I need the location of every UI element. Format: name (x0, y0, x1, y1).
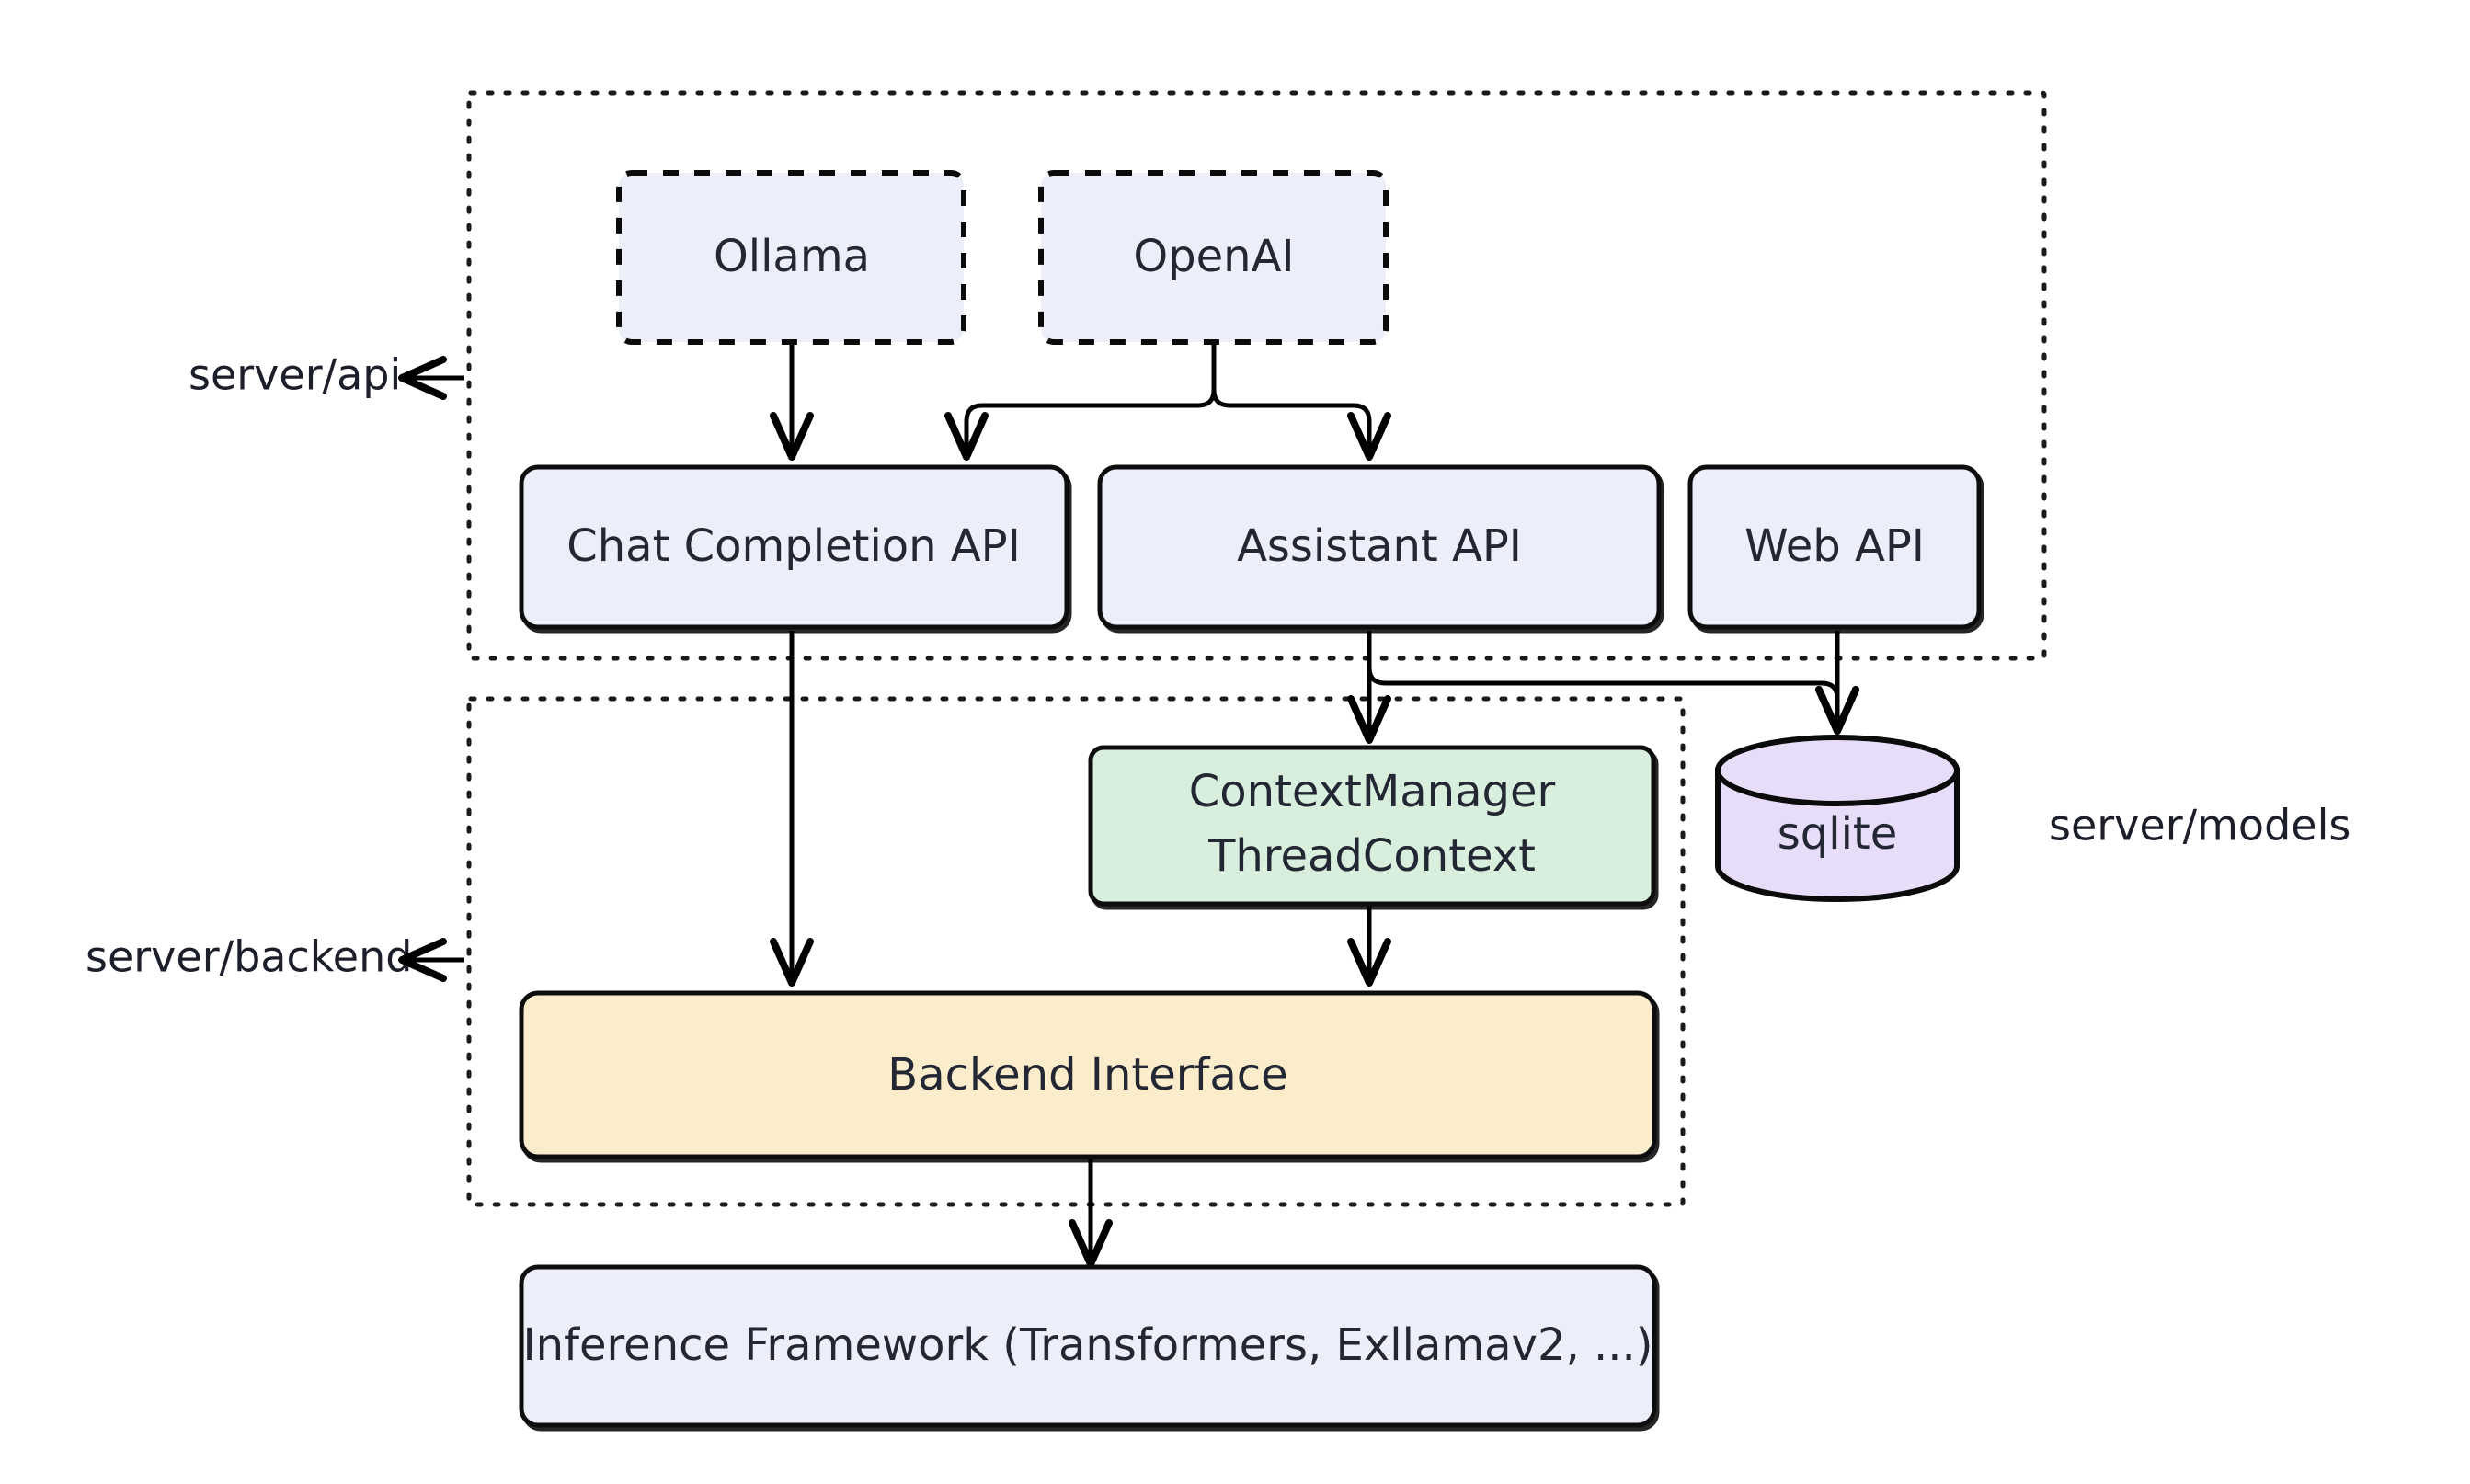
zone-label-server-models-text: server/models (2049, 801, 2350, 850)
node-assistant-api-label: Assistant API (1237, 520, 1522, 572)
zone-label-server-api: server/api (189, 350, 464, 400)
node-backend-interface[interactable]: Backend Interface (519, 990, 1657, 1159)
zone-label-server-backend-text: server/backend (86, 932, 412, 982)
node-openai[interactable]: OpenAI (1038, 170, 1389, 345)
edge-openai-fork-left (944, 342, 1217, 462)
node-assistant-api[interactable]: Assistant API (1097, 464, 1662, 630)
node-backend-interface-label: Backend Interface (887, 1049, 1287, 1101)
zone-server-backend (466, 696, 1686, 1207)
edge-openai-fork-right (1211, 342, 1391, 462)
edge-assistant-to-sqlite (1367, 631, 1859, 736)
node-sqlite[interactable]: sqlite (1715, 735, 1960, 902)
zone-server-api (466, 90, 2047, 661)
node-chat-completion-api[interactable]: Chat Completion API (519, 464, 1069, 630)
node-chat-completion-api-label: Chat Completion API (566, 520, 1021, 572)
node-inference-framework-label: Inference Framework (Transformers, Exlla… (522, 1319, 1652, 1371)
node-inference-framework[interactable]: Inference Framework (Transformers, Exlla… (519, 1264, 1657, 1428)
node-sqlite-label: sqlite (1778, 808, 1898, 860)
node-web-api[interactable]: Web API (1687, 464, 1982, 630)
node-openai-label: OpenAI (1133, 231, 1294, 282)
zone-label-server-models: server/models (2049, 801, 2350, 850)
node-ollama[interactable]: Ollama (616, 170, 966, 345)
node-context-manager-label-line2: ThreadContext (1207, 830, 1536, 882)
node-context-manager[interactable]: ContextManager ThreadContext (1088, 745, 1656, 907)
node-web-api-label: Web API (1744, 520, 1925, 572)
zone-label-server-backend: server/backend (86, 932, 464, 982)
zone-label-server-api-text: server/api (189, 350, 401, 400)
node-context-manager-label-line1: ContextManager (1189, 766, 1556, 817)
node-ollama-label: Ollama (714, 231, 870, 282)
